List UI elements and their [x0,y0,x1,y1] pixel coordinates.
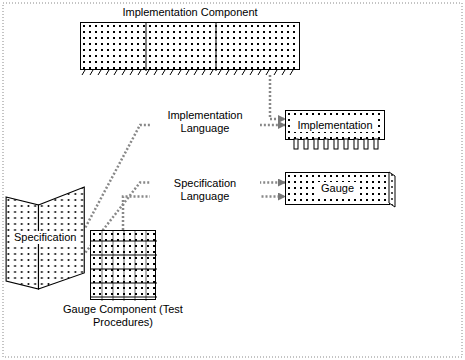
pin-tick [226,70,229,75]
block-detail [81,23,301,71]
pin-tick [90,70,93,75]
pin-tick [106,70,109,75]
node-text: Implementation [294,119,375,132]
pin-tick [274,70,277,75]
slot [113,231,114,301]
pin-tick [290,70,293,75]
pin-tick [202,70,205,75]
implementation-chip: Implementation [285,110,385,140]
chip-leg [364,139,368,149]
pin-tick [218,70,221,75]
chip-leg [314,139,318,149]
pin-tick [98,70,101,75]
pin-tick [250,70,253,75]
gauge-box: Gauge [285,172,390,205]
chip-leg [324,139,328,149]
divider [216,23,217,71]
pin-tick [234,70,237,75]
slot [102,231,103,301]
node-text: Specification [11,231,79,244]
pin-tick [282,70,285,75]
chip-leg [344,139,348,149]
chip-leg [354,139,358,149]
edge-label: Specification Language [150,176,260,204]
slot [146,231,147,301]
pin-tick [242,70,245,75]
pin-tick [194,70,197,75]
node-text: Gauge [318,182,357,195]
gauge-component: Gauge Component (Test Procedures) [58,230,188,329]
pin-tick [178,70,181,75]
pin-tick [146,70,149,75]
pin-tick [114,70,117,75]
implementation-component: Implementation Component [80,6,300,70]
pin-tick [210,70,213,75]
pin-tick [162,70,165,75]
chip-leg [374,139,378,149]
heading: Implementation Component [119,6,260,19]
heading: Gauge Component (Test Procedures) [58,303,188,329]
specification-folder: Specification [5,185,85,290]
bar-side [389,172,395,207]
divider [146,23,147,71]
chip-leg [334,139,338,149]
chip-leg [294,139,298,149]
slot [124,231,125,301]
chip-leg [304,139,308,149]
connector [270,75,285,119]
dotted-frame [3,3,462,357]
pin-tick [170,70,173,75]
pin-tick [130,70,133,75]
pin-tick [122,70,125,75]
pin-tick [266,70,269,75]
pin-tick [258,70,261,75]
pin-tick [186,70,189,75]
pin-tick [138,70,141,75]
connector [85,125,285,228]
rack-detail [91,231,157,301]
component-block [80,22,300,70]
pin-tick [82,70,85,75]
pin-tick [154,70,157,75]
edge-label: Implementation Language [150,108,260,136]
bar-end [389,172,397,205]
rack-box [90,230,156,300]
slot [135,231,136,301]
chip-legs [286,139,386,153]
